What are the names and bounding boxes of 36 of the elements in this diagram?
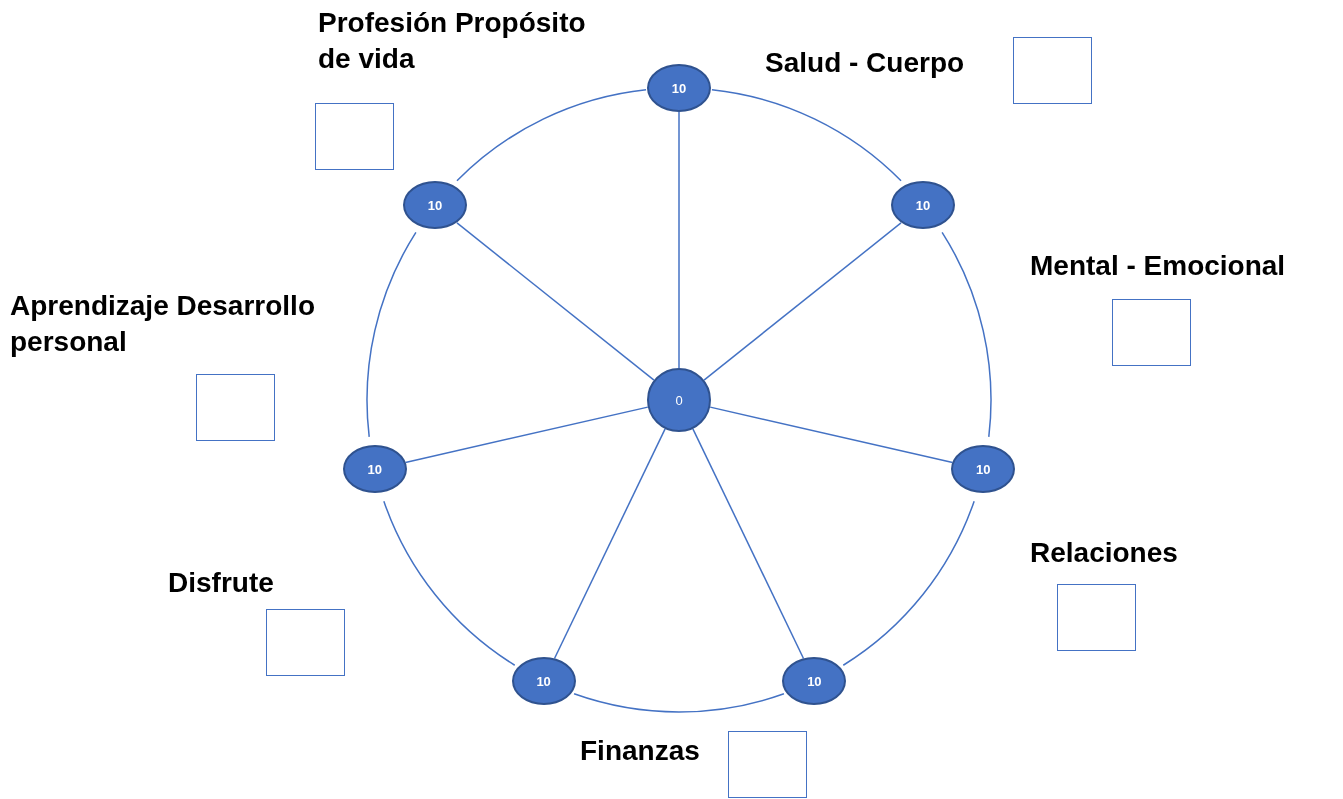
category-label: Mental - Emocional <box>1030 249 1286 283</box>
spoke-line <box>553 428 666 660</box>
rim-arc <box>573 693 785 713</box>
answer-box <box>1057 584 1136 651</box>
score-circle: 10 <box>511 657 576 706</box>
category-label: Salud - Cuerpo <box>765 46 965 80</box>
answer-box <box>1013 37 1092 104</box>
score-circle: 10 <box>647 64 711 112</box>
spoke-line <box>692 428 805 660</box>
spoke-line <box>456 222 655 381</box>
spoke-line <box>404 406 649 464</box>
answer-box <box>196 374 275 441</box>
score-circle: 10 <box>951 445 1016 494</box>
score-circle: 10 <box>403 181 468 230</box>
score-circle: 10 <box>342 445 407 494</box>
answer-box <box>728 731 807 798</box>
answer-box <box>1112 299 1191 366</box>
rim-arc <box>456 89 647 182</box>
category-label: Relaciones <box>1030 536 1178 570</box>
rim-arc <box>711 89 902 182</box>
answer-box <box>266 609 345 676</box>
category-label: Profesión Propósito de vida <box>318 6 587 76</box>
spoke-line <box>709 406 954 464</box>
category-label: Aprendizaje Desarrollo personal <box>10 289 316 359</box>
rim-arc <box>941 231 992 438</box>
category-label: Finanzas <box>580 734 700 768</box>
spoke-line <box>703 222 902 381</box>
rim-arc <box>366 231 417 438</box>
center-score-circle: 0 <box>647 368 711 432</box>
score-circle: 10 <box>890 181 955 230</box>
answer-box <box>315 103 394 170</box>
spoke-line <box>678 111 680 369</box>
category-label: Disfrute <box>168 566 274 600</box>
rim-arc <box>842 500 975 666</box>
score-circle: 10 <box>782 657 847 706</box>
rim-arc <box>383 500 516 666</box>
